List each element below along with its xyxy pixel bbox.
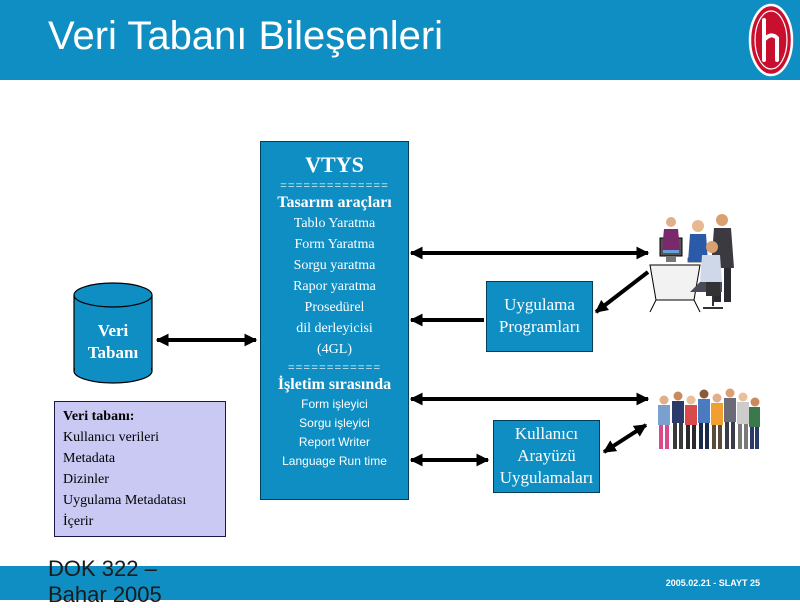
database-note-item: Uygulama Metadatası (63, 493, 187, 508)
header-bar (0, 0, 800, 80)
vtys-separator: ============ (287, 360, 382, 374)
footer-bar (0, 566, 800, 600)
slide-title: Veri Tabanı Bileşenleri (48, 14, 444, 58)
user-interface-label: Arayüzü (517, 446, 576, 465)
database-note-item: Dizinler (63, 472, 109, 487)
course-footer: DOK 322 – Bahar 2005 (48, 556, 162, 608)
user-interface-label: Kullanıcı (514, 424, 579, 443)
design-tool-item: (4GL) (317, 342, 352, 357)
design-tools-heading: Tasarım araçları (277, 194, 392, 211)
database-label: Veri Tabanı (74, 320, 152, 364)
database-label-line: Tabanı (87, 343, 139, 362)
application-programs-label: Programları (498, 317, 581, 336)
database-note-heading: Veri tabanı: (63, 409, 135, 424)
database-label-line: Veri (97, 321, 129, 340)
design-tool-item: Rapor yaratma (293, 279, 376, 294)
arrow-ui-users (602, 423, 648, 454)
arrow-developers-to-app (594, 270, 650, 314)
course-footer-line: DOK 322 – (48, 556, 157, 581)
design-tool-item: Prosedürel (304, 300, 365, 315)
database-note-box: Veri tabanı: Kullanıcı verileri Metadata… (54, 401, 226, 537)
runtime-heading: İşletim sırasında (277, 376, 392, 393)
runtime-item: Report Writer (298, 435, 371, 449)
design-tool-item: Sorgu yaratma (293, 258, 376, 273)
vtys-title: VTYS (305, 152, 364, 177)
course-footer-line: Bahar 2005 (48, 582, 162, 607)
vtys-separator: ============== (280, 178, 389, 192)
runtime-item: Language Run time (282, 454, 387, 468)
application-programs-label: Uygulama (504, 295, 575, 314)
design-tool-item: Tablo Yaratma (293, 216, 376, 231)
slide-number: 2005.02.21 - SLAYT 25 (665, 578, 760, 588)
vtys-box: VTYS ============== Tasarım araçları Tab… (260, 141, 409, 500)
user-interface-label: Uygulamaları (499, 468, 594, 487)
application-programs-box: Uygulama Programları (486, 281, 593, 352)
runtime-item: Sorgu işleyici (299, 416, 370, 430)
design-tool-item: Form Yaratma (294, 237, 375, 252)
user-interface-box: Kullanıcı Arayüzü Uygulamaları (493, 420, 600, 493)
database-note-item: İçerir (63, 514, 94, 529)
developers-at-computer-icon (649, 214, 734, 313)
database-note-item: Kullanıcı verileri (63, 430, 160, 445)
design-tool-item: dil derleyicisi (296, 321, 373, 336)
database-cylinder-icon (73, 282, 153, 384)
university-logo-icon (748, 3, 794, 77)
database-note-item: Metadata (63, 451, 116, 466)
crowd-of-users-icon (658, 388, 760, 449)
runtime-item: Form işleyici (301, 397, 368, 411)
